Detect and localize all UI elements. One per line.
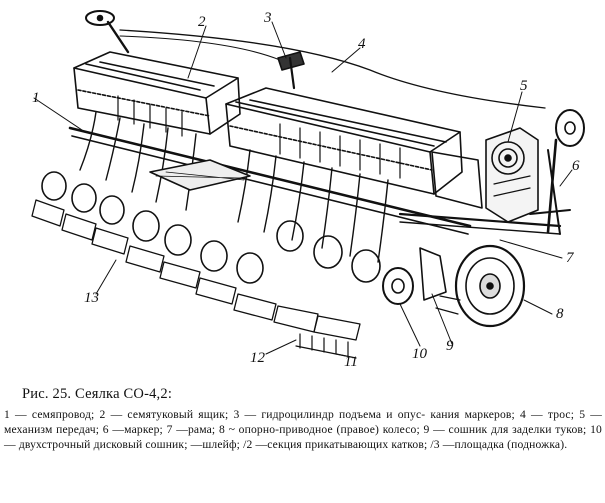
callout-label-8: 8: [556, 306, 564, 322]
seed-drill-illustration: 1 2 3 4 5 6 7 8 9 10 11 12 13: [31, 10, 585, 370]
hydraulic-cylinder: [277, 51, 305, 90]
callout-label-13: 13: [84, 290, 99, 306]
callout-label-9: 9: [446, 338, 454, 354]
caption-line-1: 1 — семяпровод; 2 — семятуковый ящик; 3 …: [4, 408, 426, 421]
callout-label-2: 2: [198, 14, 206, 30]
platform-step: [149, 159, 251, 191]
seed-drill-drawing: 1 2 3 4 5 6 7 8 9 10 11 12 13: [31, 10, 585, 370]
caption-line-2: кания маркеров; 4 — трос; 5 —механизм пе…: [4, 408, 602, 436]
drive-wheel: [435, 244, 526, 328]
seed-box-right: [225, 87, 483, 209]
callout-label-11: 11: [344, 354, 358, 370]
seed-tubes: [79, 111, 389, 263]
callout-label-3: 3: [263, 10, 272, 26]
leader-lines: [33, 21, 573, 357]
callout-label-5: 5: [520, 78, 528, 94]
caption-line-4: двухстрочный дисковый сошник; —шлейф; /2…: [18, 438, 389, 451]
rope-cable: [119, 29, 546, 109]
figure-caption: Рис. 25. Сеялка СО-4,2: 1 — семяпровод; …: [4, 378, 602, 500]
seed-box-left: [73, 51, 241, 137]
callout-label-6: 6: [572, 158, 580, 174]
callout-label-4: 4: [358, 36, 366, 52]
fertilizer-opener: [419, 247, 447, 301]
gear-mechanism: [485, 127, 539, 223]
press-wheels: [31, 199, 361, 341]
caption-title: Рис. 25. Сеялка СО-4,2:: [22, 386, 173, 402]
right-marker: [529, 109, 585, 235]
caption-legend: 1 — семяпровод; 2 — семятуковый ящик; 3 …: [4, 407, 602, 452]
callout-label-7: 7: [566, 250, 575, 266]
callout-label-10: 10: [412, 346, 428, 362]
caption-line-5: катков; /3 —площадка (подножка).: [391, 438, 568, 451]
callout-label-1: 1: [32, 90, 40, 106]
caption-line-3: 8 ~ опорно-приводное (правое) колесо; 9 …: [4, 423, 602, 451]
frame-beam: [68, 126, 562, 235]
callout-label-12: 12: [250, 350, 266, 366]
disc-openers: [41, 171, 414, 305]
left-marker-wheel: [85, 10, 130, 54]
